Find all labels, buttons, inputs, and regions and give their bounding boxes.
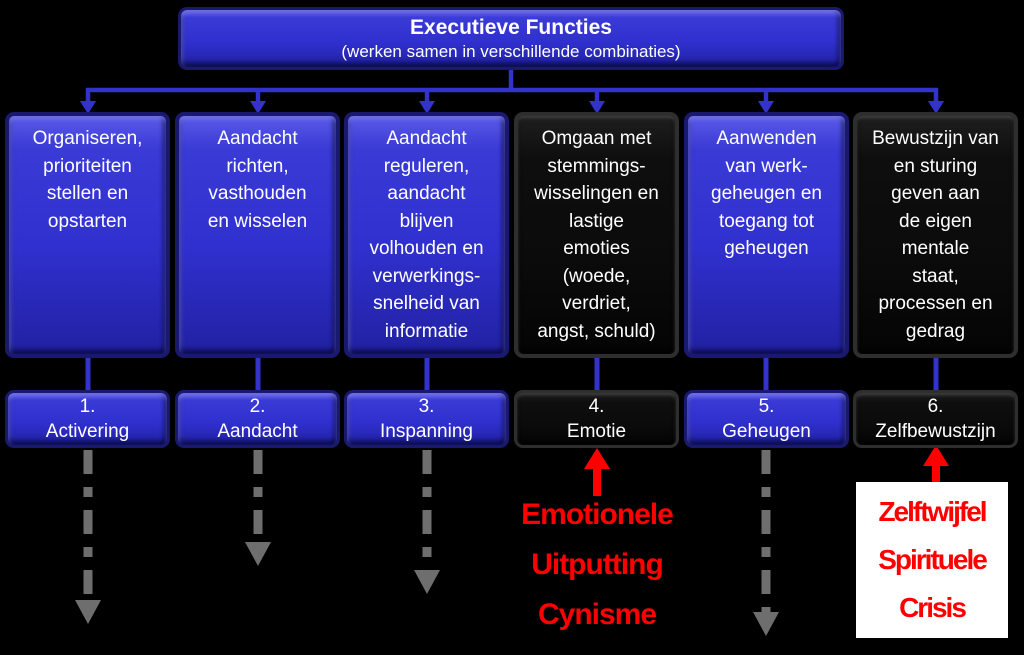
label-number: 2. [249,396,266,417]
title-box: Executieve Functies (werken samen in ver… [178,7,844,70]
label-number: 6. [927,396,944,417]
function-box-6-zelfbewustzijn: Bewustzijn van en sturing geven aan de e… [853,112,1018,358]
label-box-3: 3. Inspanning [344,390,509,448]
annotation-line: Cynisme [537,598,657,631]
annotation-line: Crisis [899,592,967,623]
label-connectors [85,356,939,392]
label-box-4: 4. Emotie [514,390,679,448]
function-box-3-inspanning: Aandacht reguleren, aandacht blijven vol… [344,112,509,358]
annotation-line: Zelftwijfel [878,496,987,527]
label-name: Emotie [566,421,627,442]
dashed-arrow-icon-5 [753,450,779,636]
annotation-line: Spirituele [878,544,988,575]
label-name: Aandacht [217,421,298,442]
label-box-6: 6. Zelfbewustzijn [853,390,1018,448]
red-up-arrow-icon-emotie [584,448,610,496]
label-box-1: 1. Activering [5,390,170,448]
function-description: Bewustzijn van en sturing geven aan de e… [872,128,999,342]
function-box-2-aandacht: Aandacht richten, vasthouden en wisselen [175,112,340,358]
function-description: Aanwenden van werk- geheugen en toegang … [711,128,822,259]
label-name: Activering [45,421,130,442]
diagram-subtitle: (werken samen in verschillende combinati… [341,42,681,61]
burnout-annotation: Emotionele Uitputting Cynisme [497,490,697,640]
label-name: Inspanning [380,421,473,442]
crisis-annotation: Zelftwijfel Spirituele Crisis [856,482,1008,638]
annotation-line: Uitputting [531,548,664,581]
label-number: 4. [588,396,605,417]
label-name: Zelfbewustzijn [875,421,996,442]
function-box-4-emotie: Omgaan met stemmings- wisselingen en las… [514,112,679,358]
dashed-arrow-icon-2 [245,450,271,566]
label-number: 3. [418,396,435,417]
function-box-5-geheugen: Aanwenden van werk- geheugen en toegang … [684,112,849,358]
function-box-1-activering: Organiseren, prioriteiten stellen en ops… [5,112,170,358]
annotation-line: Emotionele [521,498,674,531]
function-description: Omgaan met stemmings- wisselingen en las… [534,128,659,342]
dashed-arrow-icon-1 [75,450,101,624]
diagram-title: Executieve Functies [410,16,612,39]
label-number: 5. [758,396,775,417]
function-description: Aandacht richten, vasthouden en wisselen [207,128,308,232]
label-name: Geheugen [722,421,811,442]
dashed-arrow-icon-3 [414,450,440,594]
label-box-2: 2. Aandacht [175,390,340,448]
function-description: Organiseren, prioriteiten stellen en ops… [32,128,143,232]
label-number: 1. [79,396,96,417]
label-box-5: 5. Geheugen [684,390,849,448]
top-connector-tree [80,70,944,114]
function-description: Aandacht reguleren, aandacht blijven vol… [369,128,484,342]
